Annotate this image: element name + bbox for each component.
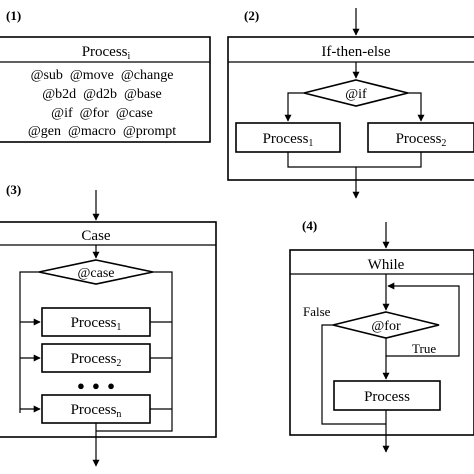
while-process-box bbox=[333, 380, 441, 411]
panel-4: (4) While @for True False Process bbox=[289, 218, 474, 453]
if-decision-diamond bbox=[303, 79, 409, 107]
case-process-1-label: Process1 bbox=[71, 315, 122, 333]
if-decision-label: @if bbox=[345, 87, 367, 102]
panel-3-number: (3) bbox=[6, 182, 21, 197]
if-process-2-label: Process2 bbox=[396, 131, 447, 149]
while-loop-back-line bbox=[385, 282, 460, 357]
case-right-bus bbox=[96, 271, 173, 432]
case-process-2-label: Process2 bbox=[71, 351, 122, 369]
case-decision-label: @case bbox=[78, 266, 115, 281]
panel-3: (3) Case @case Process1 Process2 ● ● ● P… bbox=[0, 182, 217, 467]
if-process-1-box bbox=[235, 122, 341, 153]
panel-2: (2) If-then-else @if Process1 Process2 bbox=[227, 8, 474, 199]
panel-1-frame bbox=[0, 36, 211, 143]
case-process-n-label: Processn bbox=[71, 402, 122, 420]
for-decision-label: @for bbox=[371, 319, 401, 334]
panel-3-title: Case bbox=[81, 228, 111, 244]
while-process-label: Process bbox=[364, 389, 410, 405]
while-false-exit-line bbox=[321, 324, 386, 425]
while-false-label: False bbox=[303, 304, 331, 319]
case-process-1-box bbox=[41, 307, 151, 337]
while-true-label: True bbox=[412, 341, 436, 356]
panel-2-title: If-then-else bbox=[321, 44, 390, 60]
if-process-1-label: Process1 bbox=[263, 131, 314, 149]
if-right-branch bbox=[408, 92, 425, 122]
case-ellipsis-dots: ● ● ● bbox=[77, 378, 115, 393]
panel-1-title: Processi bbox=[82, 44, 131, 62]
panel-1-line-3: @if @for @case bbox=[51, 106, 153, 121]
panel-1-line-4: @gen @macro @prompt bbox=[28, 124, 176, 139]
case-process-2-box bbox=[41, 343, 151, 373]
case-decision-diamond bbox=[38, 259, 154, 285]
panel-1-line-2: @b2d @d2b @base bbox=[42, 87, 162, 102]
panel-1-line-1: @sub @move @change bbox=[31, 68, 174, 83]
panel-2-frame bbox=[227, 36, 474, 181]
panel-4-title: While bbox=[368, 257, 405, 273]
panel-4-number: (4) bbox=[302, 218, 317, 233]
if-merge-line bbox=[287, 152, 422, 168]
panel-1-number: (1) bbox=[6, 8, 21, 23]
panel-1: (1) Processi @sub @move @change @b2d @d2… bbox=[0, 8, 211, 143]
case-left-bus bbox=[19, 271, 39, 413]
if-left-branch bbox=[284, 92, 304, 122]
panel-2-number: (2) bbox=[244, 8, 259, 23]
